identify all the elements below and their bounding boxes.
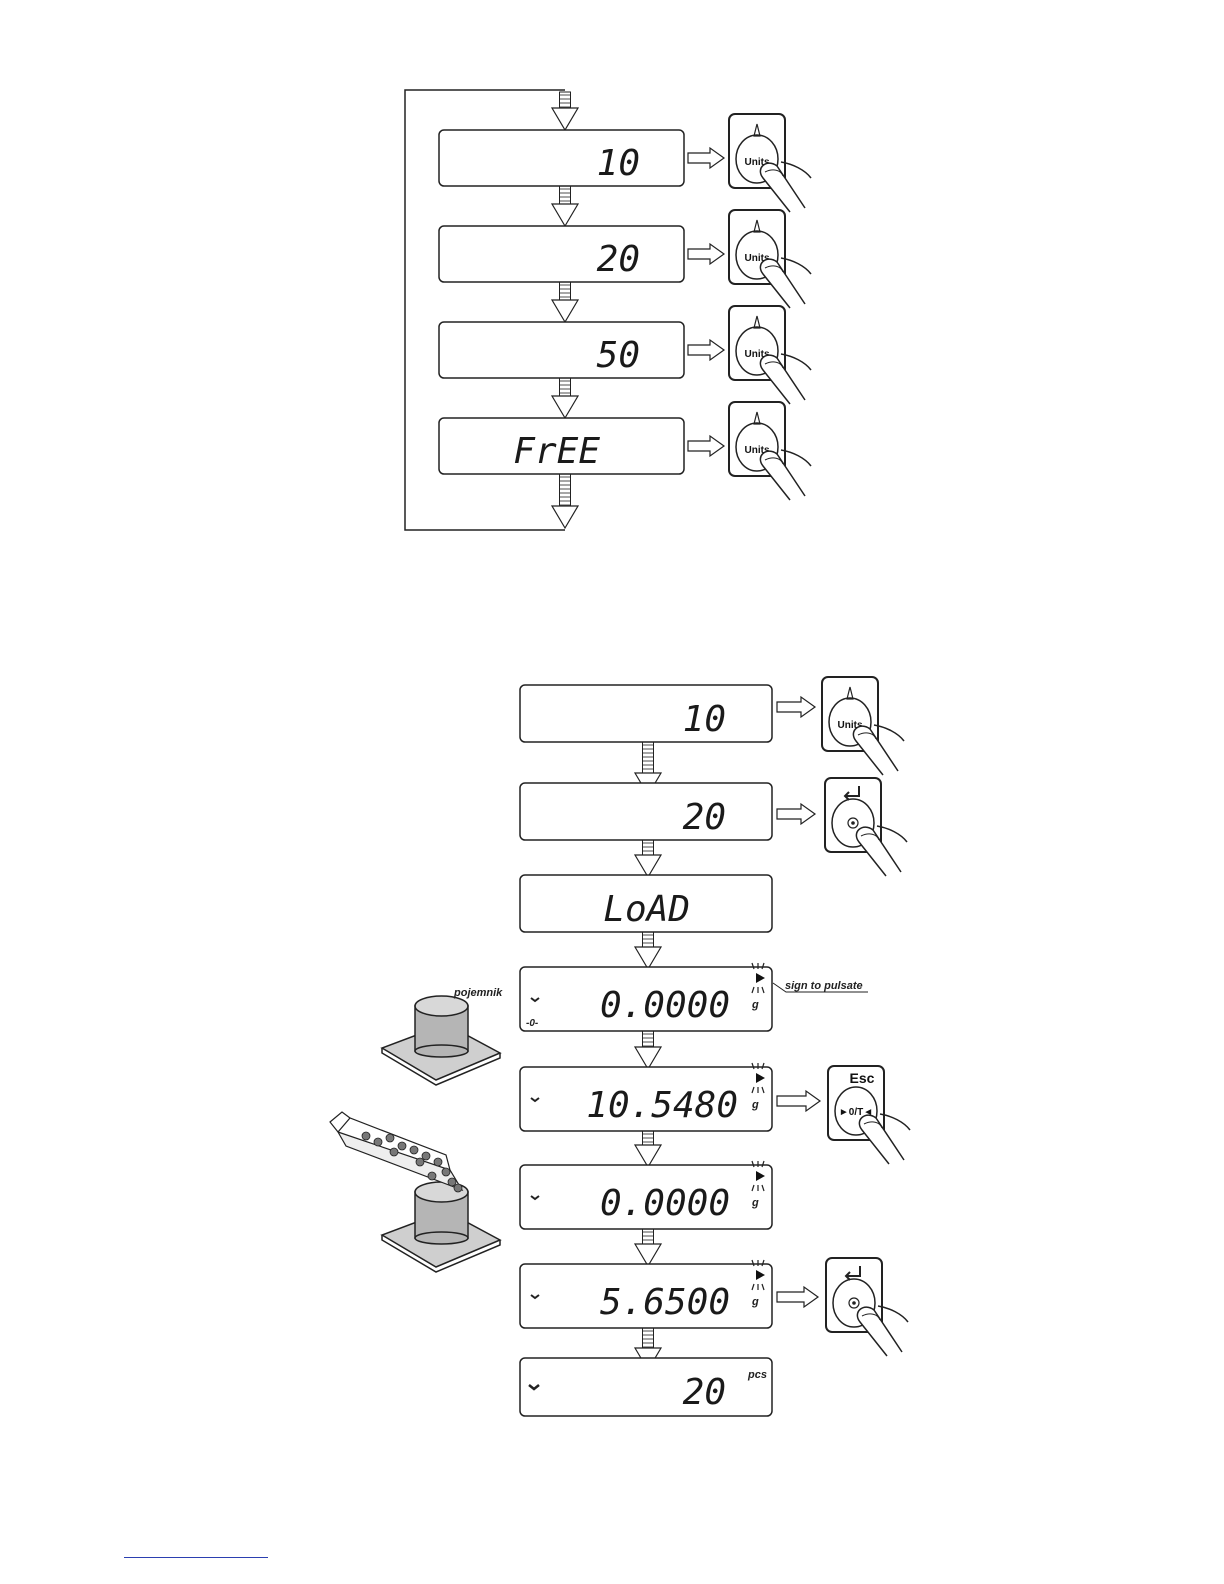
flow-arrow-right [688, 340, 724, 360]
annotation-text: sign to pulsate [785, 980, 863, 992]
piece [362, 1132, 370, 1140]
unit-label: g [751, 1099, 759, 1111]
esc-tare-button[interactable]: Esc►0/T◄ [828, 1066, 910, 1164]
piece [398, 1142, 406, 1150]
bottom-display-2: 20 [520, 783, 772, 840]
display-value: 50 [597, 335, 640, 376]
piece [416, 1158, 424, 1166]
container-label: pojemnik [453, 987, 503, 999]
bottom-display-1: 10 [520, 685, 772, 742]
display-value: 10 [683, 699, 726, 740]
display-value: 10 [597, 143, 640, 184]
units-button[interactable]: Units [729, 306, 811, 404]
display-value: FrEE [513, 431, 600, 472]
piece [448, 1178, 456, 1186]
enter-button[interactable] [826, 1258, 908, 1356]
piece [422, 1152, 430, 1160]
scoop-pouring-pieces [330, 1112, 500, 1272]
top-display-4: FrEE [439, 418, 684, 474]
flow-arrow-down [635, 840, 661, 877]
piece [428, 1172, 436, 1180]
top-display-2: 20 [439, 226, 684, 282]
flow-arrow-right [688, 148, 724, 168]
display-value: 0.0000 [600, 985, 730, 1026]
pulsate-annotation: sign to pulsate [773, 980, 868, 992]
flow-arrow-right [688, 436, 724, 456]
bottom-display-4: -0- 0.0000 g [520, 967, 772, 1031]
unit-label: g [751, 1197, 759, 1209]
units-button[interactable]: Units [822, 677, 904, 775]
bottom-display-3: LoAD [520, 875, 772, 932]
flow-arrow-down [635, 1131, 661, 1167]
esc-label: Esc [850, 1070, 875, 1086]
bottom-display-7: 5.6500 g [520, 1264, 772, 1328]
units-button[interactable]: Units [729, 114, 811, 212]
flow-arrow-down [552, 92, 578, 130]
flow-arrow-down [552, 282, 578, 322]
flow-arrow-right [688, 244, 724, 264]
unit-label: g [751, 1296, 759, 1308]
zero-indicator: -0- [526, 1018, 539, 1029]
bottom-display-8: 20 pcs [520, 1358, 772, 1416]
flow-arrow-right [777, 1287, 818, 1307]
units-button[interactable]: Units [729, 210, 811, 308]
bottom-sequence: 10 20 LoAD -0- 0.0000 g 10.5480 g [330, 677, 910, 1416]
footnote-separator [124, 1557, 268, 1558]
flow-arrow-down [552, 186, 578, 226]
piece [374, 1138, 382, 1146]
flow-arrow-right [777, 1091, 820, 1111]
piece [410, 1146, 418, 1154]
piece [434, 1158, 442, 1166]
piece [386, 1134, 394, 1142]
display-value: 20 [683, 797, 726, 838]
piece [454, 1184, 462, 1192]
container-on-pan: pojemnik [382, 987, 503, 1085]
piece [442, 1168, 450, 1176]
top-display-1: 10 [439, 130, 684, 186]
piece [390, 1148, 398, 1156]
display-value: 0.0000 [600, 1183, 730, 1224]
display-value: 20 [597, 239, 640, 280]
flow-arrow-down [635, 1229, 661, 1266]
display-value: 20 [683, 1372, 726, 1413]
flow-arrow-right [777, 804, 815, 824]
display-value: 5.6500 [600, 1282, 730, 1323]
flow-arrow-down [635, 932, 661, 969]
flow-arrow-right [777, 697, 815, 717]
flow-arrow-down [635, 1031, 661, 1069]
units-button[interactable]: Units [729, 402, 811, 500]
bottom-display-6: 0.0000 g [520, 1165, 772, 1229]
top-display-3: 50 [439, 322, 684, 378]
bottom-display-5: 10.5480 g [520, 1067, 772, 1131]
display-value: 10.5480 [586, 1085, 738, 1126]
flow-arrow-down [552, 378, 578, 418]
enter-button[interactable] [825, 778, 907, 876]
display-value: LoAD [603, 889, 690, 930]
unit-label: g [751, 999, 759, 1011]
flow-arrow-down [552, 474, 578, 528]
unit-label: pcs [747, 1369, 767, 1381]
